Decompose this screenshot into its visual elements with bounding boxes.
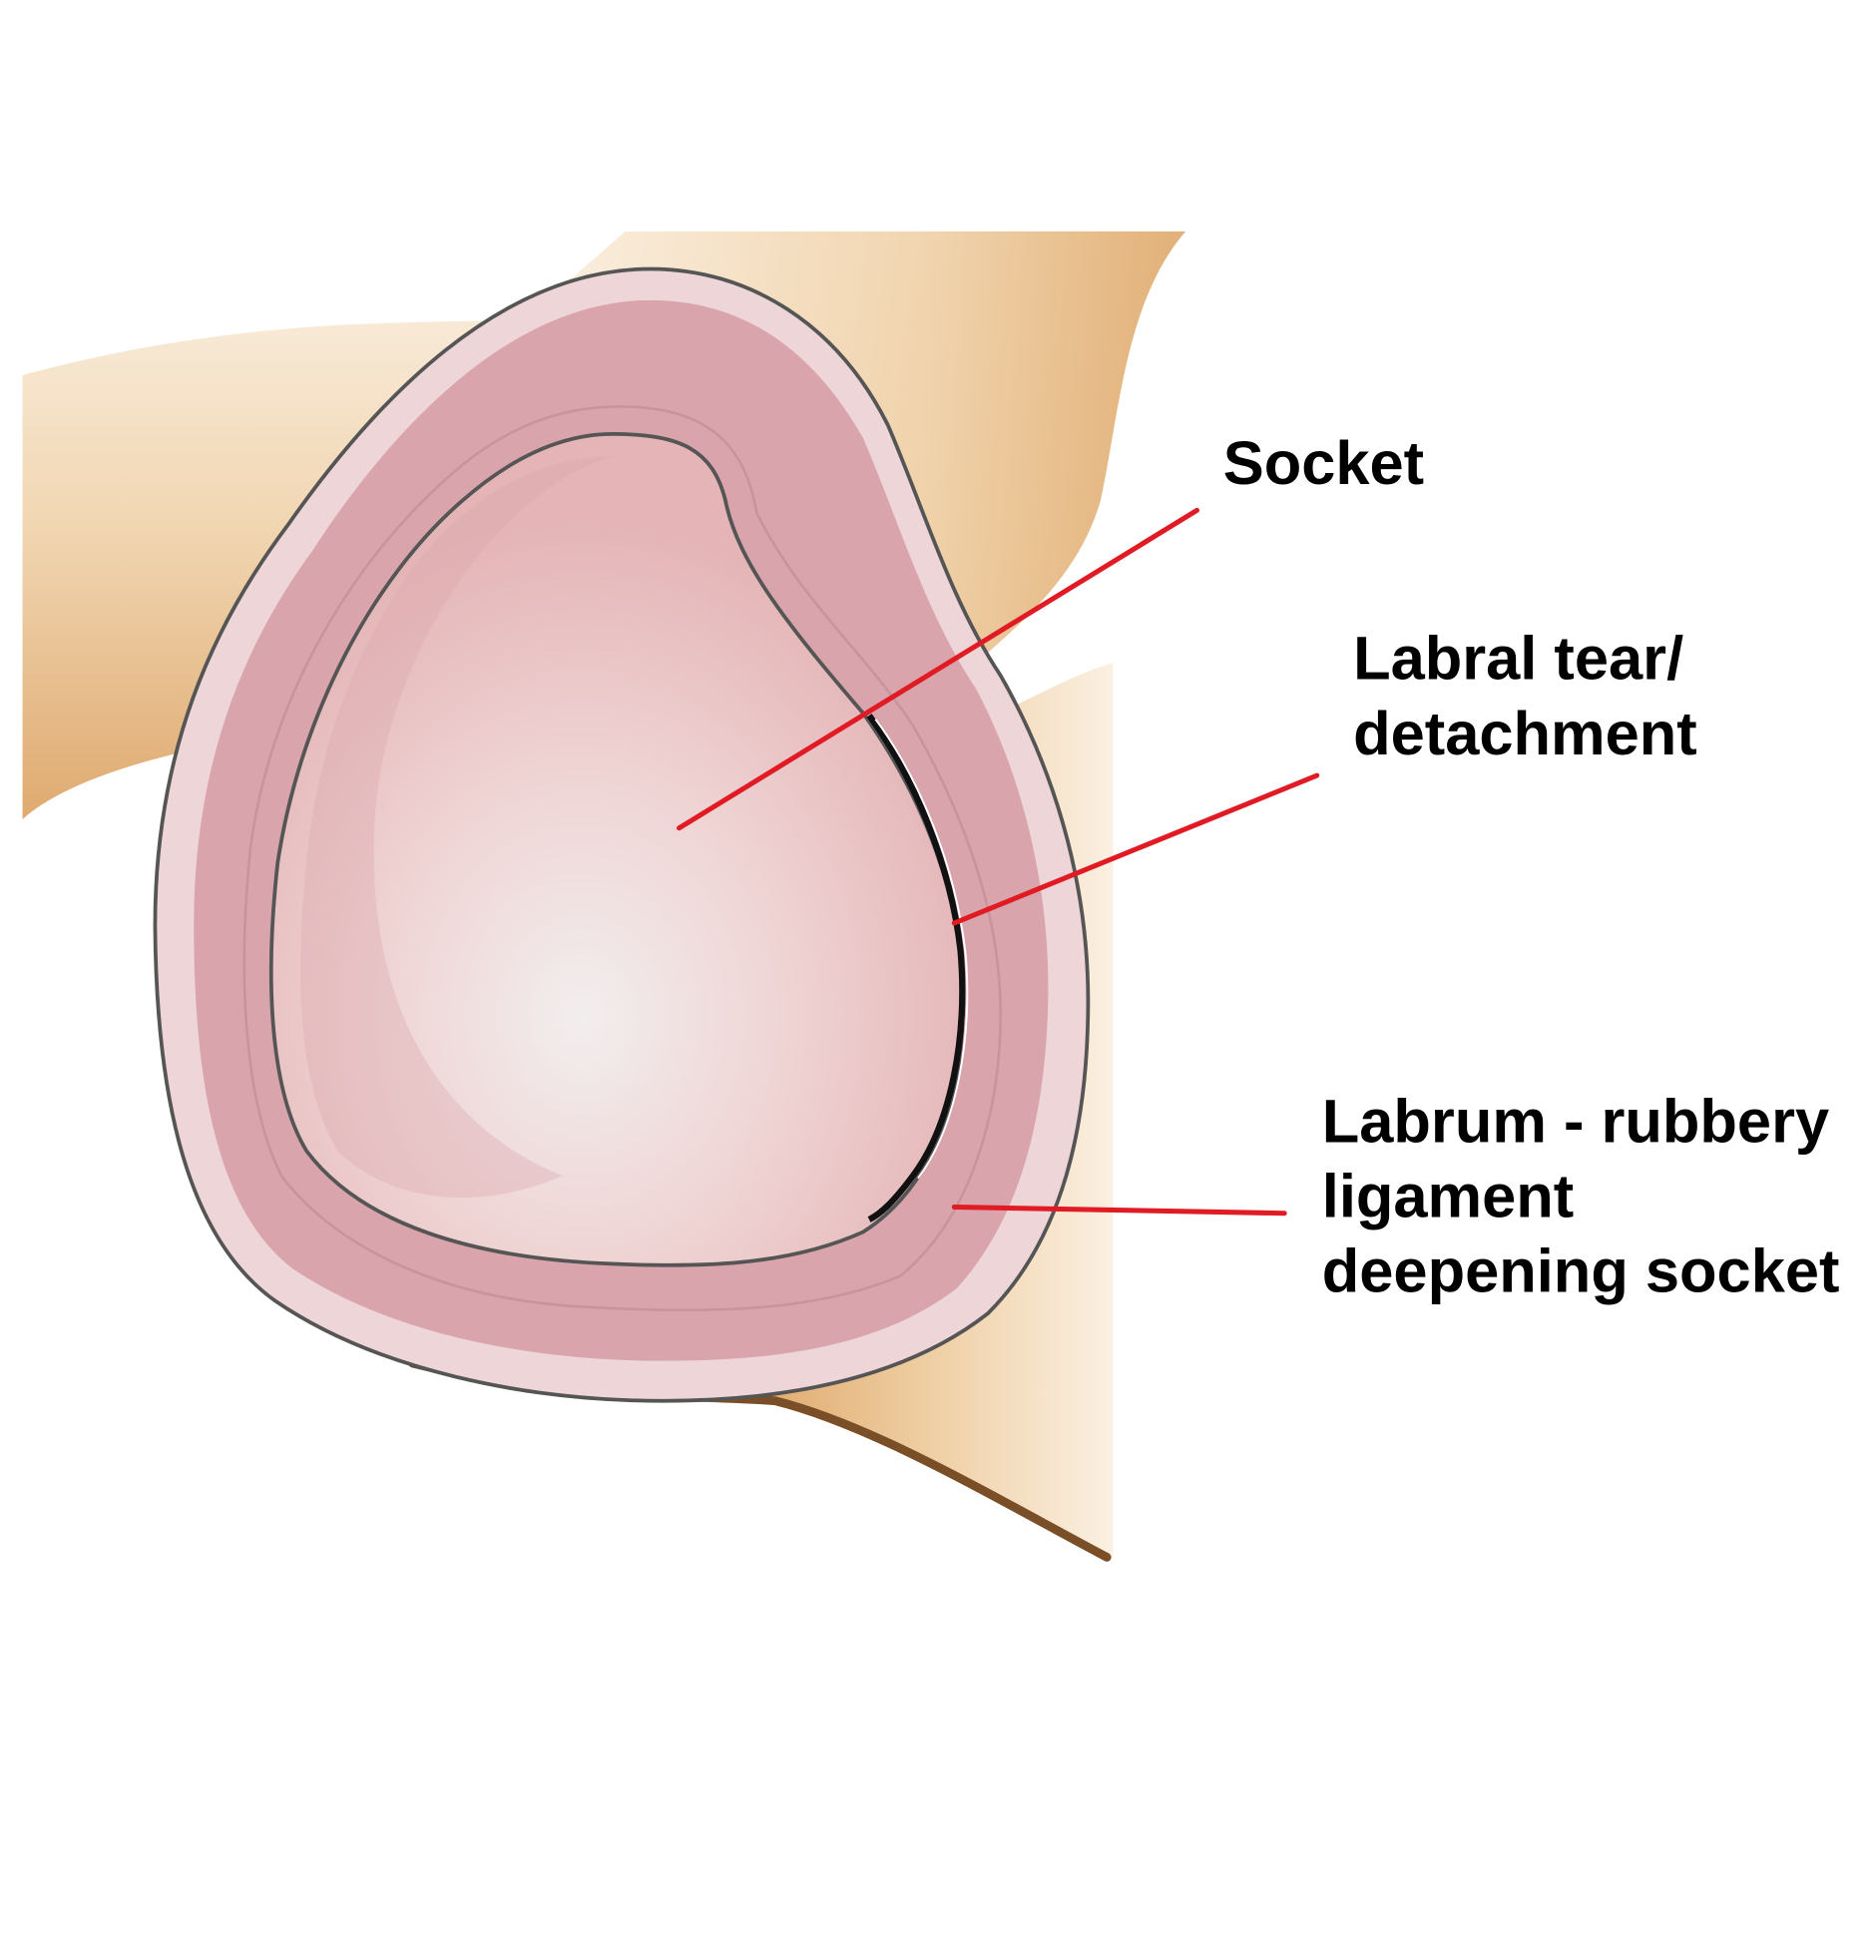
labral-tear-highlight <box>874 719 969 1180</box>
label-tear-line1: Labral tear/ <box>1353 625 1683 694</box>
leader-line-socket <box>677 507 1199 831</box>
label-labrum-line1: Labrum - rubbery <box>1322 1087 1829 1156</box>
label-socket: Socket <box>1223 429 1424 498</box>
leader-line-labrum <box>951 1204 1287 1217</box>
label-tear-line2: detachment <box>1353 700 1697 768</box>
socket-rim-shading <box>300 456 614 1199</box>
socket <box>268 432 965 1267</box>
labral-tear <box>866 714 966 1223</box>
label-labrum-line3: deepening socket <box>1322 1237 1840 1306</box>
labrum-groove <box>242 405 1002 1312</box>
label-labrum-line2: ligament <box>1322 1163 1575 1231</box>
leader-line-tear <box>951 772 1320 926</box>
